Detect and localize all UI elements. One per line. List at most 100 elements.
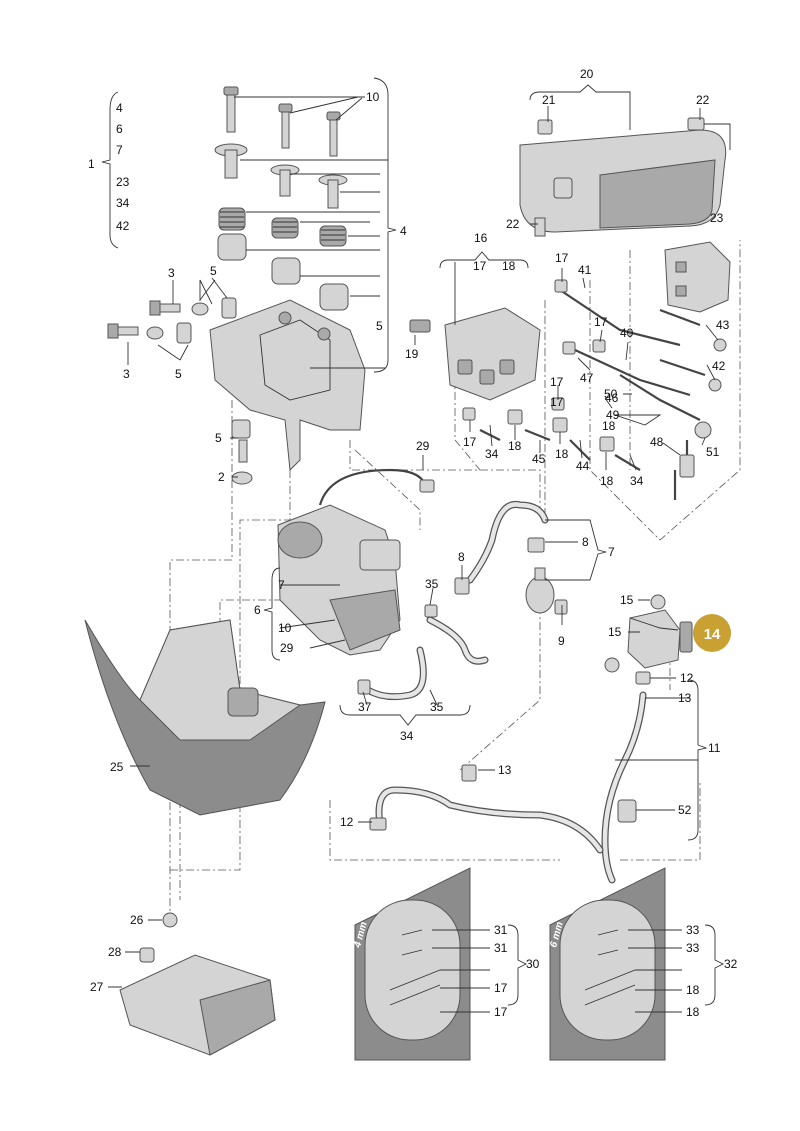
callout-8-a: 8 — [458, 550, 465, 564]
callout-17-e: 17 — [463, 435, 477, 449]
callout-52: 52 — [678, 803, 692, 817]
callout-22-bottom: 22 — [506, 217, 520, 231]
callout-11: 11 — [708, 741, 721, 755]
callout-33-a: 33 — [686, 923, 700, 937]
callout-18-b: 18 — [508, 439, 522, 453]
spring-icon — [218, 207, 347, 247]
callout-35-a: 35 — [425, 577, 439, 591]
callout-50: 50 — [604, 387, 618, 401]
callout-2: 2 — [218, 470, 225, 484]
callout-17-header: 17 — [473, 259, 487, 273]
callout-5-lower: 5 — [215, 431, 222, 445]
callout-35-b: 35 — [430, 700, 444, 714]
callout-10: 10 — [366, 90, 380, 104]
level-sensor — [664, 241, 731, 313]
callout-33-b: 33 — [686, 941, 700, 955]
callout-18-e: 18 — [686, 983, 700, 997]
callout-17-d: 17 — [550, 395, 564, 409]
callout-5-right: 5 — [376, 319, 383, 333]
callout-10-b: 10 — [278, 621, 292, 635]
callout-48: 48 — [650, 435, 664, 449]
callout-7-b: 7 — [278, 578, 285, 592]
callout-44: 44 — [576, 459, 590, 473]
callout-9: 9 — [558, 634, 565, 648]
callout-13-b: 13 — [498, 763, 512, 777]
air-compressor — [277, 468, 489, 701]
callout-17-c: 17 — [550, 375, 564, 389]
callout-13-a: 13 — [678, 691, 692, 705]
callout-3-top: 3 — [168, 266, 175, 280]
repair-kit-6mm: 6 mm — [548, 867, 666, 1061]
callout-7-list: 7 — [116, 143, 123, 157]
callout-labels: 1 4 6 7 23 34 42 10 4 5 3 5 3 5 19 5 2 2… — [88, 67, 738, 1019]
callout-31-a: 31 — [494, 923, 508, 937]
callout-34: 34 — [400, 729, 414, 743]
air-lines — [369, 691, 647, 884]
engine-mount-parts — [107, 86, 366, 485]
callout-18-c: 18 — [555, 447, 569, 461]
callout-1: 1 — [88, 157, 95, 171]
callout-42-list: 42 — [116, 219, 130, 233]
callout-26: 26 — [130, 913, 144, 927]
callout-19: 19 — [405, 347, 419, 361]
callout-23: 23 — [710, 211, 724, 225]
callout-15-b: 15 — [608, 625, 622, 639]
callout-7: 7 — [608, 545, 615, 559]
callout-22-top: 22 — [696, 93, 710, 107]
callout-41: 41 — [578, 263, 592, 277]
callout-17-a: 17 — [555, 251, 569, 265]
callout-51: 51 — [706, 445, 720, 459]
callout-17-g: 17 — [494, 1005, 508, 1019]
callout-6-list: 6 — [116, 122, 123, 136]
callout-18-a: 18 — [602, 419, 616, 433]
callout-34-b: 34 — [485, 447, 499, 461]
callout-34-c: 34 — [630, 474, 644, 488]
callout-12-b: 12 — [340, 815, 354, 829]
callout-43: 43 — [716, 318, 730, 332]
callout-15-a: 15 — [620, 593, 634, 607]
callout-30: 30 — [526, 957, 540, 971]
badge-circle-icon[interactable] — [693, 614, 731, 652]
callout-4-list: 4 — [116, 101, 123, 115]
callout-29: 29 — [416, 439, 430, 453]
callout-17-f: 17 — [494, 981, 508, 995]
control-unit — [119, 912, 276, 1056]
callout-47: 47 — [580, 371, 594, 385]
callout-5-top: 5 — [210, 264, 217, 278]
callout-20: 20 — [580, 67, 594, 81]
callout-6: 6 — [254, 603, 261, 617]
callout-3-bottom: 3 — [123, 367, 130, 381]
air-dryer — [454, 500, 568, 615]
callout-18-d: 18 — [600, 474, 614, 488]
callout-12-a: 12 — [680, 671, 694, 685]
badge-label[interactable]: 14 — [704, 626, 721, 643]
callout-29-b: 29 — [280, 641, 294, 655]
callout-46: 46 — [605, 391, 619, 405]
callout-49: 49 — [606, 408, 620, 422]
callout-16: 16 — [474, 231, 488, 245]
callout-28: 28 — [108, 945, 122, 959]
callout-27: 27 — [90, 980, 104, 994]
callout-4: 4 — [400, 224, 407, 238]
callout-25: 25 — [110, 760, 124, 774]
callout-34-list: 34 — [116, 196, 130, 210]
repair-kit-4mm: 4 mm — [352, 867, 471, 1061]
callout-45: 45 — [532, 452, 546, 466]
relay-part-14 — [604, 594, 693, 685]
callout-5-bottom: 5 — [175, 367, 182, 381]
highlight-badge[interactable]: 14 — [693, 614, 731, 652]
callout-40: 40 — [620, 326, 634, 340]
callout-8-b: 8 — [582, 535, 589, 549]
callout-31-b: 31 — [494, 941, 508, 955]
callout-21: 21 — [542, 93, 556, 107]
callout-18-header: 18 — [502, 259, 516, 273]
callout-18-f: 18 — [686, 1005, 700, 1019]
callout-32: 32 — [724, 957, 738, 971]
callout-37: 37 — [358, 700, 372, 714]
callout-42: 42 — [712, 359, 726, 373]
valve-block — [409, 279, 727, 500]
callout-17-b: 17 — [594, 315, 608, 329]
leader-lines — [101, 77, 725, 1013]
callout-23-list: 23 — [116, 175, 130, 189]
